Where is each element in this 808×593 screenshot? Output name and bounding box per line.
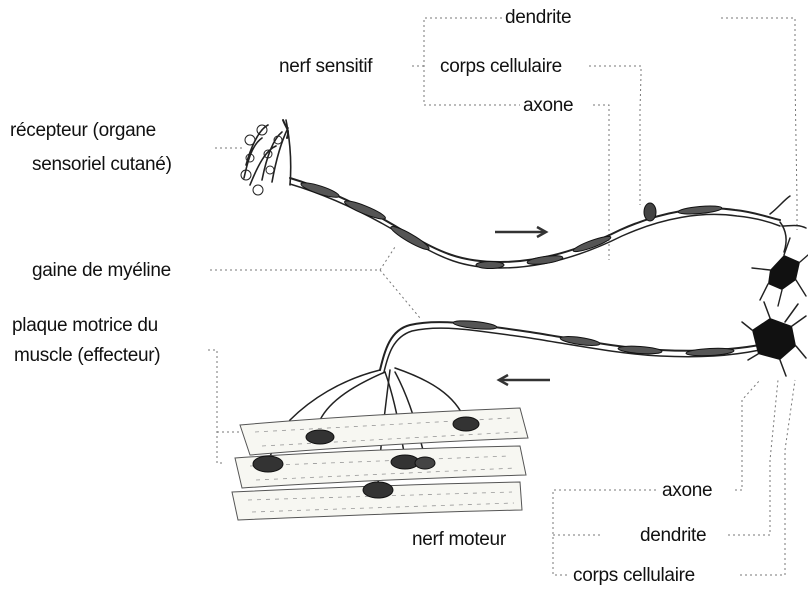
label-nerf-moteur: nerf moteur (412, 527, 506, 552)
receptor-organ (241, 120, 291, 195)
label-plaque-line2: muscle (effecteur) (14, 343, 160, 368)
label-corps-cellulaire-bottom: corps cellulaire (573, 563, 695, 588)
label-recepteur-line1: récepteur (organe (10, 118, 156, 143)
label-dendrite-top: dendrite (505, 5, 571, 30)
label-dendrite-bottom: dendrite (640, 523, 706, 548)
label-corps-cellulaire-top: corps cellulaire (440, 54, 562, 79)
label-axone-top: axone (523, 93, 573, 118)
label-recepteur-line2: sensoriel cutané) (32, 152, 172, 177)
label-plaque-line1: plaque motrice du (12, 313, 158, 338)
muscle-fibres (232, 408, 528, 520)
sensory-nerve (290, 178, 808, 306)
label-nerf-sensitif: nerf sensitif (279, 54, 372, 79)
label-gaine-de-myeline: gaine de myéline (32, 258, 171, 283)
label-axone-bottom: axone (662, 478, 712, 503)
